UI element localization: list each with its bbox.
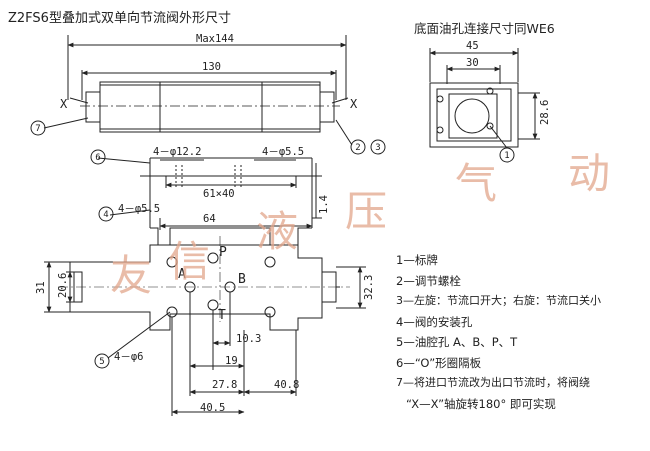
- watermark-char-1: 友: [110, 251, 153, 300]
- port-label-p: P: [219, 245, 227, 260]
- callout-1: 1: [504, 151, 509, 161]
- dim-40-8: 40.8: [274, 379, 299, 391]
- dim-hole-6: 4－φ6: [114, 351, 143, 363]
- legend-item-7-cont: “X—X”轴旋转180° 即可实现: [406, 396, 556, 411]
- dim-length: 130: [202, 61, 221, 73]
- legend-item-6: 6—“O”形圈隔板: [396, 355, 482, 370]
- section-mark-right: X: [350, 97, 358, 111]
- dim-width-30: 30: [466, 57, 479, 69]
- section-mark-left: X: [60, 97, 68, 111]
- dim-span-64: 64: [203, 213, 216, 225]
- front-view: [97, 157, 322, 246]
- callout-4: 4: [103, 210, 108, 220]
- main-title: Z2FS6型叠加式双单向节流阀外形尺寸: [8, 11, 231, 26]
- bottom-view-title: 底面油孔连接尺寸同WE6: [414, 21, 555, 36]
- dim-height-32-3: 32.3: [363, 275, 375, 300]
- bottom-view: [429, 48, 540, 149]
- watermark-char-6: 动: [568, 149, 611, 198]
- dim-27-8: 27.8: [212, 379, 237, 391]
- watermark-char-3: 液: [256, 207, 299, 256]
- legend-item-5: 5—油腔孔 A、B、P、T: [396, 335, 518, 349]
- callout-6: 6: [95, 153, 100, 163]
- dim-spacing: 61×40: [203, 188, 235, 200]
- watermark-char-4: 压: [345, 187, 388, 236]
- port-label-t: T: [218, 308, 226, 323]
- callout-2: 2: [355, 143, 360, 153]
- dim-hole-5-5-left: 4－φ5.5: [118, 203, 160, 215]
- dim-width-45: 45: [466, 40, 479, 52]
- dim-max-length: Max144: [196, 33, 234, 45]
- callout-5: 5: [99, 357, 104, 367]
- dim-offset-1-4: 1.4: [318, 195, 330, 214]
- dim-19: 19: [225, 355, 238, 367]
- side-view: [44, 227, 366, 416]
- watermark-char-5: 气: [455, 159, 498, 208]
- dim-10-3: 10.3: [236, 333, 261, 345]
- dim-height-31: 31: [35, 281, 47, 294]
- top-view: [43, 35, 353, 146]
- dim-hole-5-5-top: 4－φ5.5: [262, 146, 304, 158]
- legend: 1—标牌 2—调节螺栓 3—左旋：节流口开大；右旋：节流口关小 4—阀的安装孔 …: [396, 250, 646, 414]
- watermark-char-2: 信: [168, 237, 211, 286]
- dim-hole-12-2: 4－φ12.2: [153, 146, 201, 158]
- legend-item-2: 2—调节螺栓: [396, 273, 461, 288]
- dim-height-20-6: 20.6: [57, 273, 69, 298]
- legend-item-7: 7—将进口节流改为出口节流时，将阀绕: [396, 376, 590, 389]
- callout-7: 7: [35, 124, 40, 134]
- dim-height-28-6: 28.6: [539, 100, 551, 125]
- dim-40-5: 40.5: [200, 402, 225, 414]
- legend-item-1: 1—标牌: [396, 253, 438, 267]
- callout-3: 3: [375, 143, 380, 153]
- port-label-a: A: [178, 267, 186, 282]
- callout-circles: [30, 120, 515, 369]
- legend-item-4: 4—阀的安装孔: [396, 314, 473, 329]
- port-label-b: B: [238, 272, 246, 287]
- legend-item-3: 3—左旋：节流口开大；右旋：节流口关小: [396, 294, 601, 307]
